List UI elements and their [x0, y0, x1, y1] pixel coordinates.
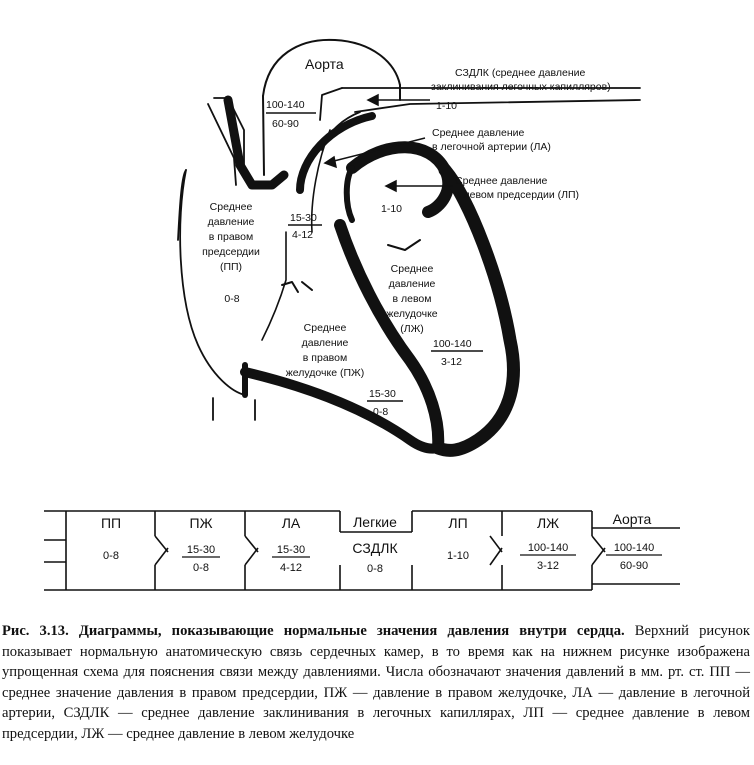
schema-pa-bottom: 4-12: [280, 562, 302, 574]
schema-ra-label: ПП: [101, 515, 121, 531]
aorta-pressure-bottom: 60-90: [272, 118, 299, 130]
la-label-line1: Среднее давление: [455, 175, 547, 187]
schema-lv-bottom: 3-12: [537, 560, 559, 572]
schema-lungs-label: Легкие: [353, 514, 397, 530]
schema-aorta-bottom: 60-90: [620, 560, 648, 572]
pcwp-label-line2: заклинивания легочных капилляров): [431, 81, 611, 93]
schema-lv-label: ЛЖ: [537, 515, 559, 531]
schema-la-label: ЛП: [448, 515, 467, 531]
lv-label-line: Среднее: [391, 263, 434, 275]
pressure-schematic: [44, 510, 680, 591]
ra-value: 0-8: [224, 293, 239, 305]
rv-label-line: Среднее: [304, 322, 347, 334]
ra-label-line: предсердии: [202, 246, 260, 258]
schema-pa-label: ЛА: [282, 515, 301, 531]
lv-label-line: (ЛЖ): [400, 323, 424, 335]
aorta-pressure-top: 100-140: [266, 99, 305, 111]
heart-diagram-figure: Аорта 100-140 60-90 СЗДЛК (среднее давле…: [44, 38, 680, 591]
heart-anatomy: [177, 38, 641, 457]
schema-pcwp-value: 0-8: [367, 563, 383, 575]
pa-pressure-top: 15-30: [290, 212, 317, 224]
rv-pressure-bottom: 0-8: [373, 406, 388, 418]
figure-caption: Рис. 3.13. Диаграммы, показывающие норма…: [2, 621, 750, 745]
pointer-arrows: [323, 93, 453, 193]
la-value: 1-10: [381, 203, 402, 215]
schema-lv-top: 100-140: [528, 542, 568, 554]
ra-label-line: в правом: [209, 231, 253, 243]
schema-pcwp-label: СЗДЛК: [352, 540, 398, 556]
lv-pressure-bottom: 3-12: [441, 356, 462, 368]
rv-pressure-top: 15-30: [369, 388, 396, 400]
aorta-label: Аорта: [305, 56, 344, 72]
rv-label: Среднее давление в правом желудочке (ПЖ): [286, 322, 364, 379]
schema-aorta-label: Аорта: [613, 511, 652, 527]
rv-label-line: давление: [302, 337, 349, 349]
ra-label: Среднее давление в правом предсердии (ПП…: [202, 201, 260, 305]
heart-labels: Аорта 100-140 60-90 СЗДЛК (среднее давле…: [202, 56, 611, 418]
schematic-labels: ПП 0-8 ПЖ 15-30 0-8 ЛА 15-30 4-12 Легкие…: [101, 511, 662, 575]
ra-label-line: (ПП): [220, 261, 242, 273]
rv-label-line: желудочке (ПЖ): [286, 367, 364, 379]
schema-ra-value: 0-8: [103, 550, 119, 562]
pa-label-line1: Среднее давление: [432, 127, 524, 139]
schema-rv-top: 15-30: [187, 544, 215, 556]
pa-label-line2: в легочной артерии (ЛА): [432, 141, 551, 153]
pa-pressure-bottom: 4-12: [292, 229, 313, 241]
lv-label-line: давление: [389, 278, 436, 290]
ra-label-line: Среднее: [210, 201, 253, 213]
schema-pa-top: 15-30: [277, 544, 305, 556]
schema-rv-label: ПЖ: [190, 515, 213, 531]
schema-la-value: 1-10: [447, 550, 469, 562]
lv-label-line: желудочке: [386, 308, 437, 320]
rv-label-line: в правом: [303, 352, 347, 364]
ra-label-line: давление: [208, 216, 255, 228]
caption-title: Рис. 3.13. Диаграммы, показывающие норма…: [2, 623, 625, 639]
lv-label: Среднее давление в левом желудочке (ЛЖ): [386, 263, 437, 335]
lv-pressure-top: 100-140: [433, 338, 472, 350]
pcwp-label-line1: СЗДЛК (среднее давление: [455, 67, 585, 79]
schema-rv-bottom: 0-8: [193, 562, 209, 574]
la-label-line2: в левом предсердии (ЛП): [455, 189, 579, 201]
schema-aorta-top: 100-140: [614, 542, 654, 554]
lv-label-line: в левом: [393, 293, 432, 305]
caption-body: Верхний рисунок показывает нормальную ан…: [2, 623, 750, 742]
pcwp-value: 1-10: [436, 100, 457, 112]
